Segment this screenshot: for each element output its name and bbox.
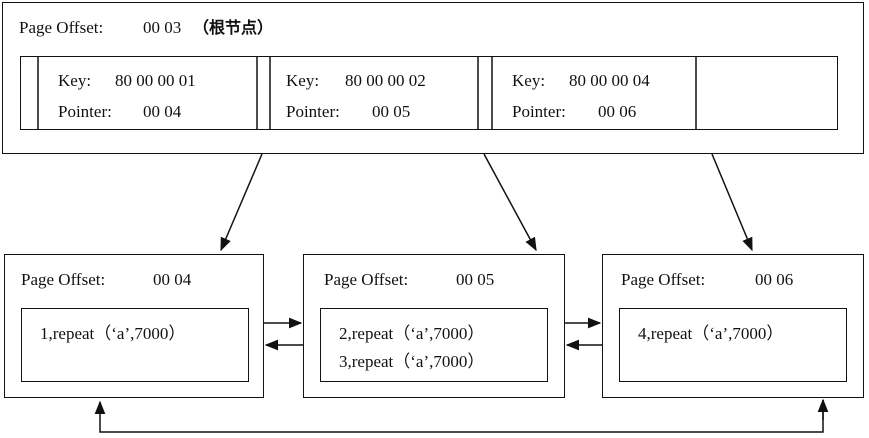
leaf-record-area: 2,repeat（‘a’,7000） 3,repeat（‘a’,7000） — [320, 308, 548, 382]
leaf-page-offset-value: 00 04 — [153, 270, 192, 289]
pointer-arrow-3 — [711, 153, 753, 252]
leaf-record-area: 1,repeat（‘a’,7000） — [21, 308, 249, 382]
key-value: 80 00 00 01 — [115, 71, 196, 90]
leaf-record-area: 4,repeat（‘a’,7000） — [619, 308, 847, 382]
pointer-label: Pointer: — [58, 102, 112, 121]
leaf-page-1: Page Offset: 00 04 1,repeat（‘a’,7000） — [4, 254, 264, 398]
root-page-offset-label: Page Offset: — [19, 18, 104, 37]
record-2: 2,repeat（‘a’,7000） — [339, 324, 485, 343]
root-page-offset-value: 00 03 — [143, 18, 182, 37]
leaf-page-offset-label: Page Offset: — [621, 270, 706, 289]
leaf-page-offset-label: Page Offset: — [324, 270, 409, 289]
leaf-page-2: Page Offset: 00 05 2,repeat（‘a’,7000） 3,… — [303, 254, 565, 398]
key-label: Key: — [512, 71, 546, 90]
leaf-page-offset-value: 00 05 — [456, 270, 495, 289]
key-label: Key: — [58, 71, 92, 90]
key-value: 80 00 00 04 — [569, 71, 650, 90]
leaf-page-3: Page Offset: 00 06 4,repeat（‘a’,7000） — [602, 254, 864, 398]
pointer-label: Pointer: — [286, 102, 340, 121]
pointer-value: 00 06 — [598, 102, 637, 121]
leaf-page-offset-label: Page Offset: — [21, 270, 106, 289]
pointer-arrow-1 — [220, 153, 263, 252]
pointer-arrow-2 — [483, 153, 537, 252]
record-1: 1,repeat（‘a’,7000） — [40, 324, 186, 343]
pointer-value: 00 04 — [143, 102, 182, 121]
loop-connector — [94, 400, 824, 433]
root-entry-strip — [20, 56, 838, 130]
record-3: 3,repeat（‘a’,7000） — [339, 352, 485, 371]
record-4: 4,repeat（‘a’,7000） — [638, 324, 784, 343]
root-node-note: （根节点） — [193, 18, 274, 37]
leaf-page-offset-value: 00 06 — [755, 270, 794, 289]
pointer-label: Pointer: — [512, 102, 566, 121]
pointer-value: 00 05 — [372, 102, 411, 121]
key-label: Key: — [286, 71, 320, 90]
key-value: 80 00 00 02 — [345, 71, 426, 90]
